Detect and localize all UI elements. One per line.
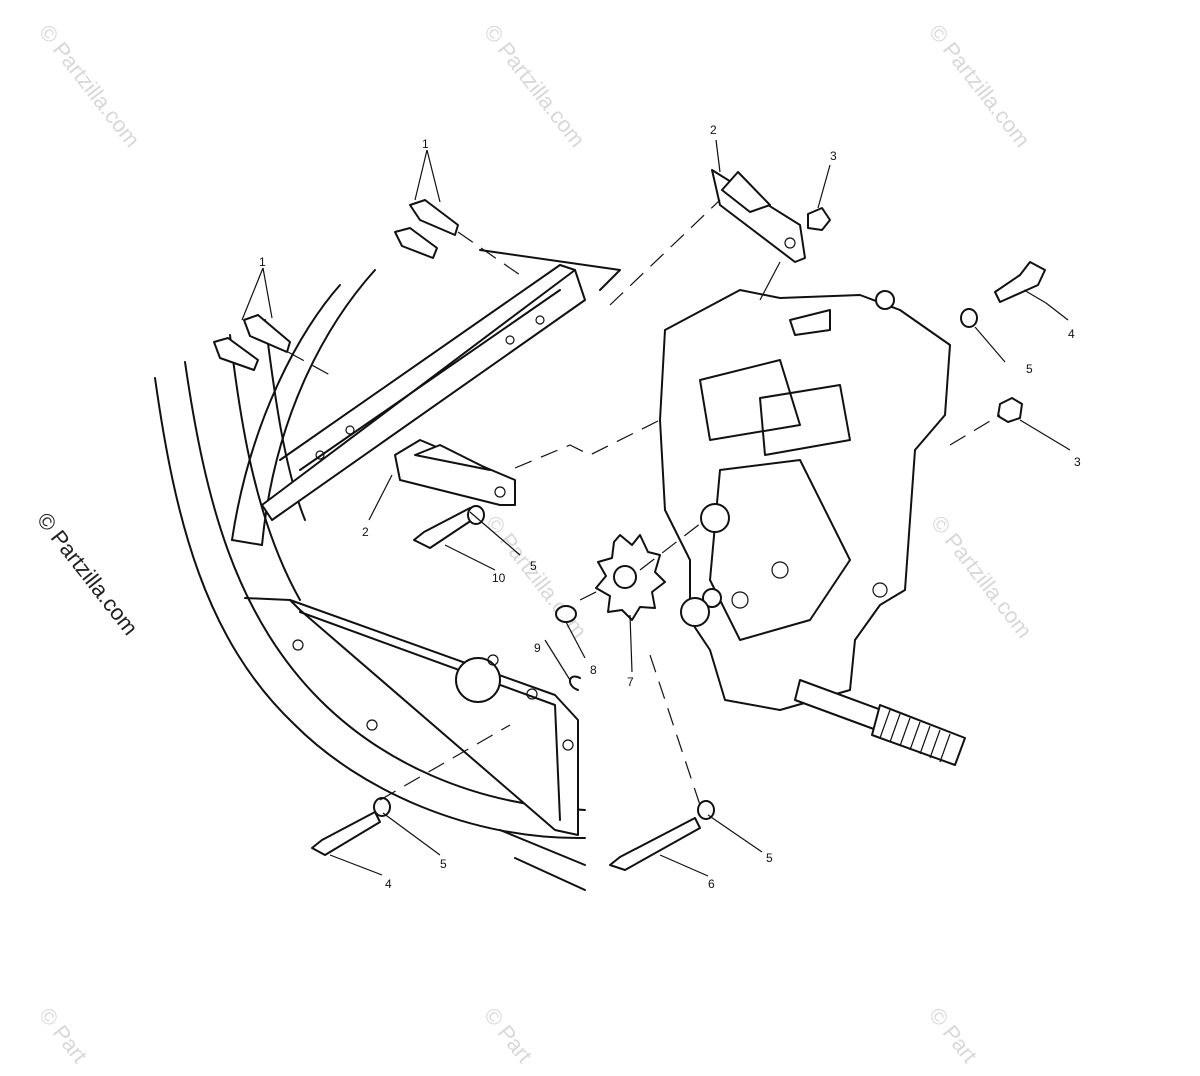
upper-bracket — [711, 169, 806, 263]
clip-9 — [569, 675, 581, 691]
callout-1-lower: 1 — [259, 255, 266, 269]
callout-2-upper: 2 — [710, 123, 717, 137]
gearcase — [659, 289, 951, 711]
watermark-top-right: © Partzilla.com — [924, 20, 1035, 152]
watermark-mid-right: © Partzilla.com — [926, 511, 1037, 643]
callout-4-bottom: 4 — [385, 877, 392, 891]
callout-7: 7 — [627, 675, 634, 689]
callout-8: 8 — [590, 663, 597, 677]
frame — [154, 269, 586, 891]
bolt-10 — [413, 507, 476, 549]
sprocket — [595, 534, 666, 621]
callout-10: 10 — [492, 571, 506, 585]
callout-9: 9 — [534, 641, 541, 655]
washer-5-center — [467, 505, 485, 525]
assembly-lines — [287, 199, 1001, 806]
bolt-4-right — [994, 261, 1046, 303]
callout-5-bottom-right: 5 — [766, 851, 773, 865]
washer-8 — [555, 605, 577, 623]
lower-bracket — [394, 439, 516, 506]
bolt-4-bottom — [311, 811, 381, 856]
callout-5-center: 5 — [530, 559, 537, 573]
watermark-bottom-left: © Part — [34, 1003, 92, 1068]
lower-plate — [289, 599, 579, 836]
callouts: 1 1 2 2 3 3 4 4 5 5 5 5 6 7 8 9 10 — [259, 123, 1081, 891]
washer-5-bottom-right — [697, 800, 715, 820]
callout-2-lower: 2 — [362, 525, 369, 539]
callout-3-right: 3 — [1074, 455, 1081, 469]
nut-3-top — [807, 207, 831, 231]
callout-4-right: 4 — [1068, 327, 1075, 341]
side-watermark: © Partzilla.com — [32, 508, 143, 640]
callout-1-upper: 1 — [422, 137, 429, 151]
watermark-top-left: © Partzilla.com — [34, 20, 145, 152]
washer-5-right — [960, 308, 978, 328]
watermark-top-center: © Partzilla.com — [479, 20, 590, 152]
output-shaft — [794, 679, 966, 766]
nut-3-right — [997, 397, 1023, 423]
callout-3-top: 3 — [830, 149, 837, 163]
callout-5-bottom-left: 5 — [440, 857, 447, 871]
callout-5-right: 5 — [1026, 362, 1033, 376]
bolts-1 — [213, 199, 459, 371]
upper-rail — [261, 249, 621, 521]
bolt-6 — [609, 817, 701, 871]
callout-6: 6 — [708, 877, 715, 891]
washer-5-bottom-left — [373, 797, 391, 817]
watermark-bottom-center: © Part — [479, 1003, 537, 1068]
leader-lines — [241, 139, 1071, 877]
watermark-bottom-right: © Part — [924, 1003, 982, 1068]
